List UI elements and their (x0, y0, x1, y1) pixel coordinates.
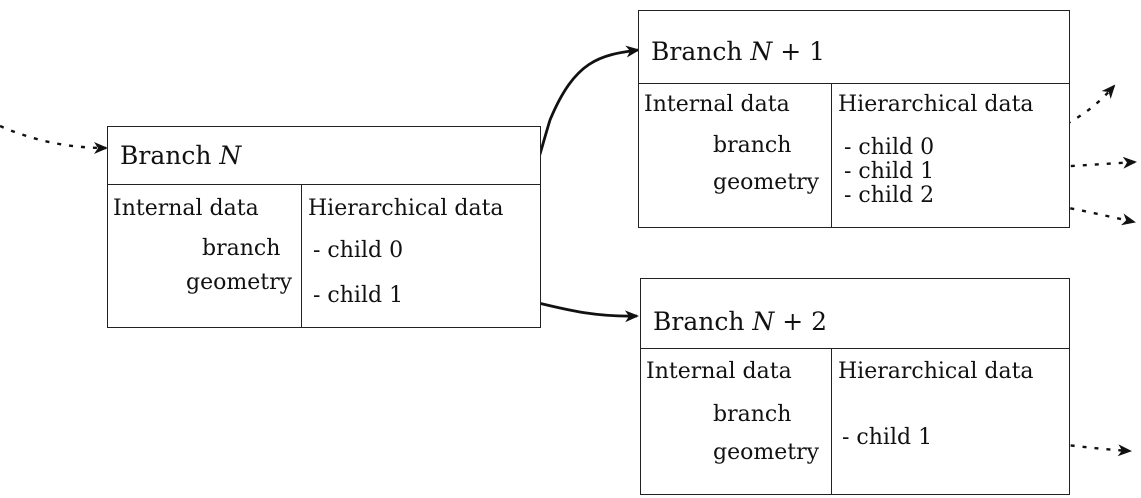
title-variable: N (750, 37, 773, 66)
child-0-item: - child 0 (313, 238, 404, 263)
geometry-label-line1: branch (713, 133, 792, 158)
internal-data-header: Internal data (113, 196, 259, 221)
section-divider (639, 83, 1069, 84)
branch-title: Branch N + 1 (651, 37, 825, 66)
hierarchical-data-header: Hierarchical data (838, 359, 1034, 384)
branch-title: Branch N + 2 (653, 307, 827, 336)
title-suffix: + 2 (774, 307, 828, 336)
title-word: Branch (653, 307, 745, 336)
branch-n2-box: Branch N + 2 Internal data Hierarchical … (640, 278, 1070, 495)
column-divider (301, 184, 302, 327)
title-variable: N (219, 141, 242, 170)
geometry-label-line2: geometry (713, 440, 820, 465)
section-divider (641, 348, 1069, 349)
internal-data-header: Internal data (646, 359, 792, 384)
section-divider (108, 184, 540, 185)
hierarchical-data-header: Hierarchical data (308, 196, 504, 221)
column-divider (831, 83, 832, 227)
hierarchical-data-header: Hierarchical data (838, 92, 1034, 117)
title-word: Branch (651, 37, 743, 66)
title-suffix: + 1 (772, 37, 826, 66)
child-1-item: - child 1 (313, 283, 404, 308)
child-1-item: - child 1 (844, 159, 935, 184)
branch-title: Branch N (120, 141, 241, 170)
incoming-arrow (0, 124, 108, 154)
title-variable: N (752, 307, 775, 336)
column-divider (831, 348, 832, 494)
child-2-item: - child 2 (844, 183, 935, 208)
child-1-item: - child 1 (842, 425, 933, 450)
geometry-label-line1: branch (202, 236, 281, 261)
branch-n-box: Branch N Internal data Hierarchical data… (107, 126, 541, 328)
child-0-item: - child 0 (844, 135, 935, 160)
geometry-label-line2: geometry (713, 170, 820, 195)
geometry-label-line1: branch (713, 402, 792, 427)
internal-data-header: Internal data (644, 92, 790, 117)
title-word: Branch (120, 141, 212, 170)
geometry-label-line2: geometry (186, 270, 293, 295)
branch-n1-box: Branch N + 1 Internal data Hierarchical … (638, 10, 1070, 228)
